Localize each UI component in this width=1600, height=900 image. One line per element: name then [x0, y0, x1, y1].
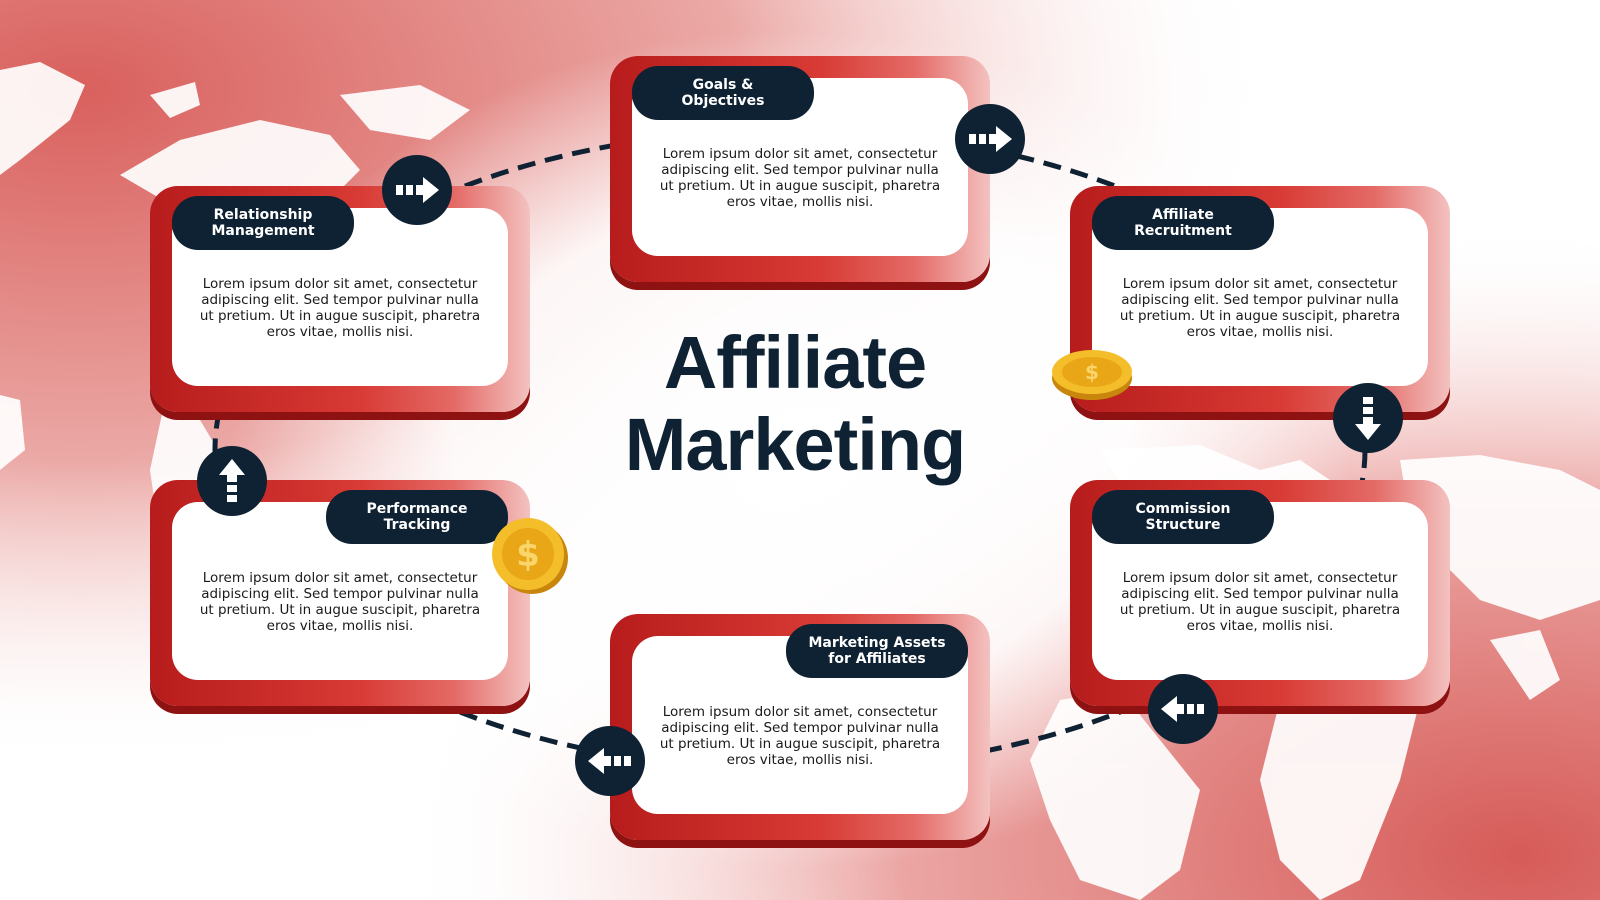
dollar-coin-icon: $	[1052, 350, 1132, 400]
card-heading: Goals & Objectives	[632, 66, 814, 120]
arrow-right-icon	[955, 104, 1025, 174]
card-text: Lorem ipsum dolor sit amet, consectetur …	[1119, 276, 1401, 340]
dollar-coin-icon: $	[492, 518, 568, 594]
arrow-up-icon	[197, 446, 267, 516]
card-text: Lorem ipsum dolor sit amet, consectetur …	[199, 276, 481, 340]
svg-text:$: $	[1085, 360, 1099, 384]
card-heading: Affiliate Recruitment	[1092, 196, 1274, 250]
card-text: Lorem ipsum dolor sit amet, consectetur …	[199, 570, 481, 634]
card-heading: Commission Structure	[1092, 490, 1274, 544]
title-line-2: Marketing	[624, 403, 967, 486]
card-goals-objectives: Goals & Objectives Lorem ipsum dolor sit…	[610, 56, 990, 282]
arrow-right-icon	[382, 155, 452, 225]
title-line-1: Affiliate	[663, 321, 927, 404]
arrow-left-icon	[1148, 674, 1218, 744]
card-text: Lorem ipsum dolor sit amet, consectetur …	[659, 704, 941, 768]
svg-text:$: $	[516, 535, 540, 575]
card-heading: Performance Tracking	[326, 490, 508, 544]
arrow-down-icon	[1333, 383, 1403, 453]
card-relationship-management: Relationship Management Lorem ipsum dolo…	[150, 186, 530, 412]
diagram-title: Affiliate Marketing	[560, 322, 1030, 486]
card-text: Lorem ipsum dolor sit amet, consectetur …	[1119, 570, 1401, 634]
card-affiliate-recruitment: Affiliate Recruitment Lorem ipsum dolor …	[1070, 186, 1450, 412]
card-commission-structure: Commission Structure Lorem ipsum dolor s…	[1070, 480, 1450, 706]
card-heading: Relationship Management	[172, 196, 354, 250]
card-performance-tracking: Performance Tracking Lorem ipsum dolor s…	[150, 480, 530, 706]
card-heading: Marketing Assets for Affiliates	[786, 624, 968, 678]
arrow-left-icon	[575, 726, 645, 796]
card-marketing-assets: Marketing Assets for Affiliates Lorem ip…	[610, 614, 990, 840]
card-text: Lorem ipsum dolor sit amet, consectetur …	[659, 146, 941, 210]
